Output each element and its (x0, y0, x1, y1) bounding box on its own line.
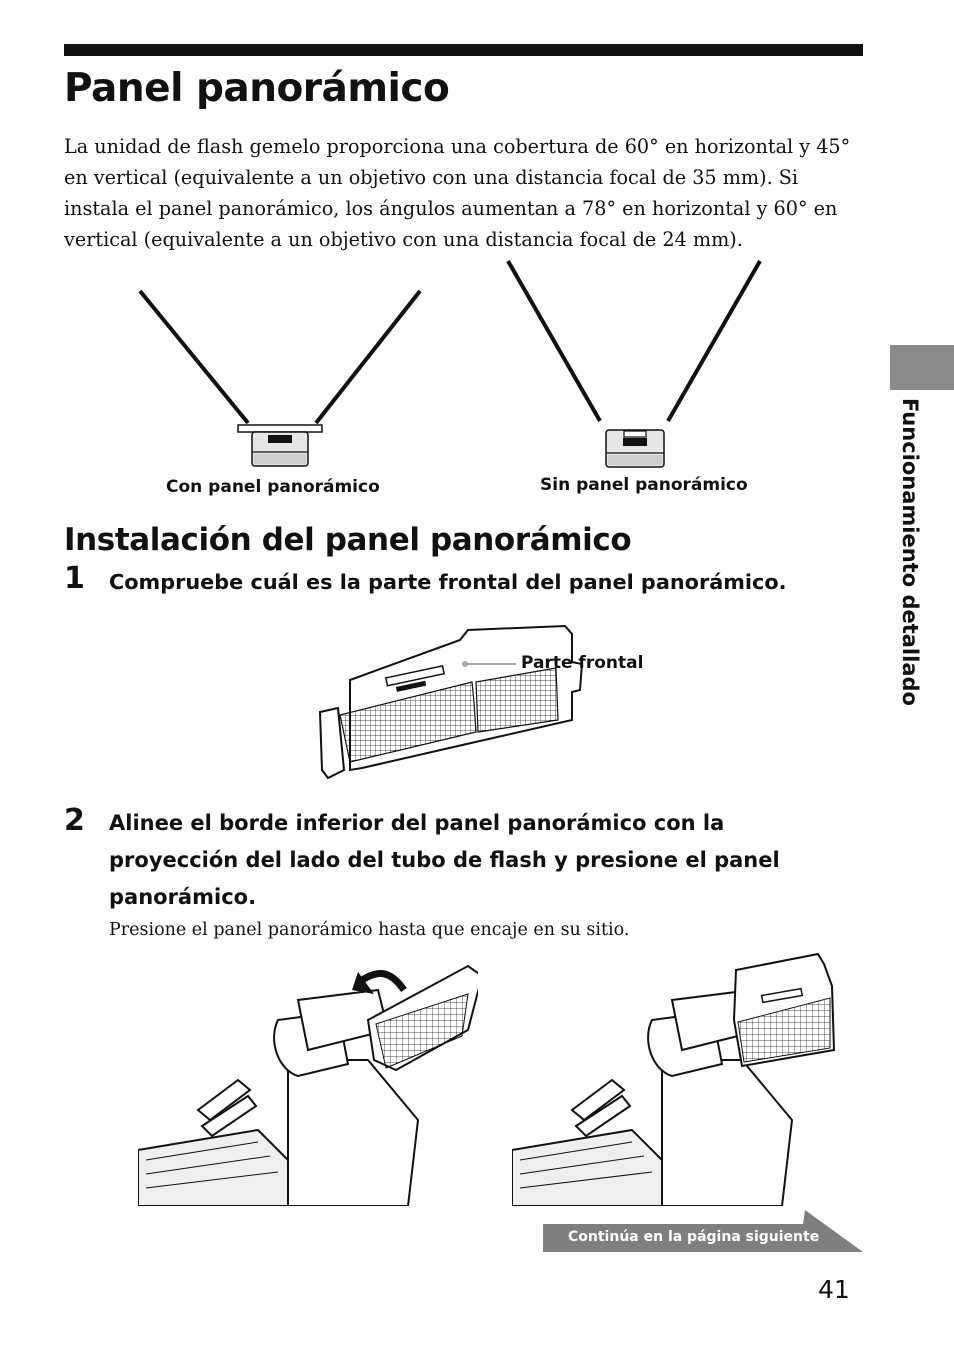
section-title: Instalación del panel panorámico (64, 522, 632, 558)
attach-panel-illustration-left (138, 964, 478, 1206)
side-tab-label: Funcionamiento detallado (898, 398, 922, 706)
continue-label: Continúa en la página siguiente (568, 1229, 820, 1245)
step-2-note: Presione el panel panorámico hasta que e… (109, 920, 630, 940)
step-2-number: 2 (64, 803, 85, 838)
flash-with-panel-illustration (138, 289, 422, 467)
page-title: Panel panorámico (64, 66, 450, 111)
top-rule (64, 44, 863, 56)
coverage-diagram (138, 260, 762, 468)
attach-panel-illustration-right (512, 952, 836, 1206)
parte-frontal-label: Parte frontal (521, 653, 644, 673)
step-2-text: Alinee el borde inferior del panel panor… (109, 811, 780, 909)
caption-with-panel: Con panel panorámico (166, 477, 380, 497)
side-tab-marker (890, 345, 954, 390)
panel-front-illustration (318, 624, 584, 780)
caption-without-panel: Sin panel panorámico (540, 475, 748, 495)
page-number: 41 (818, 1275, 850, 1304)
intro-paragraph: La unidad de flash gemelo proporciona un… (64, 135, 851, 251)
flash-without-panel-illustration (506, 260, 762, 468)
continue-arrow (543, 1210, 863, 1252)
step-1-number: 1 (64, 561, 85, 596)
step-1-text: Compruebe cuál es la parte frontal del p… (109, 570, 787, 594)
